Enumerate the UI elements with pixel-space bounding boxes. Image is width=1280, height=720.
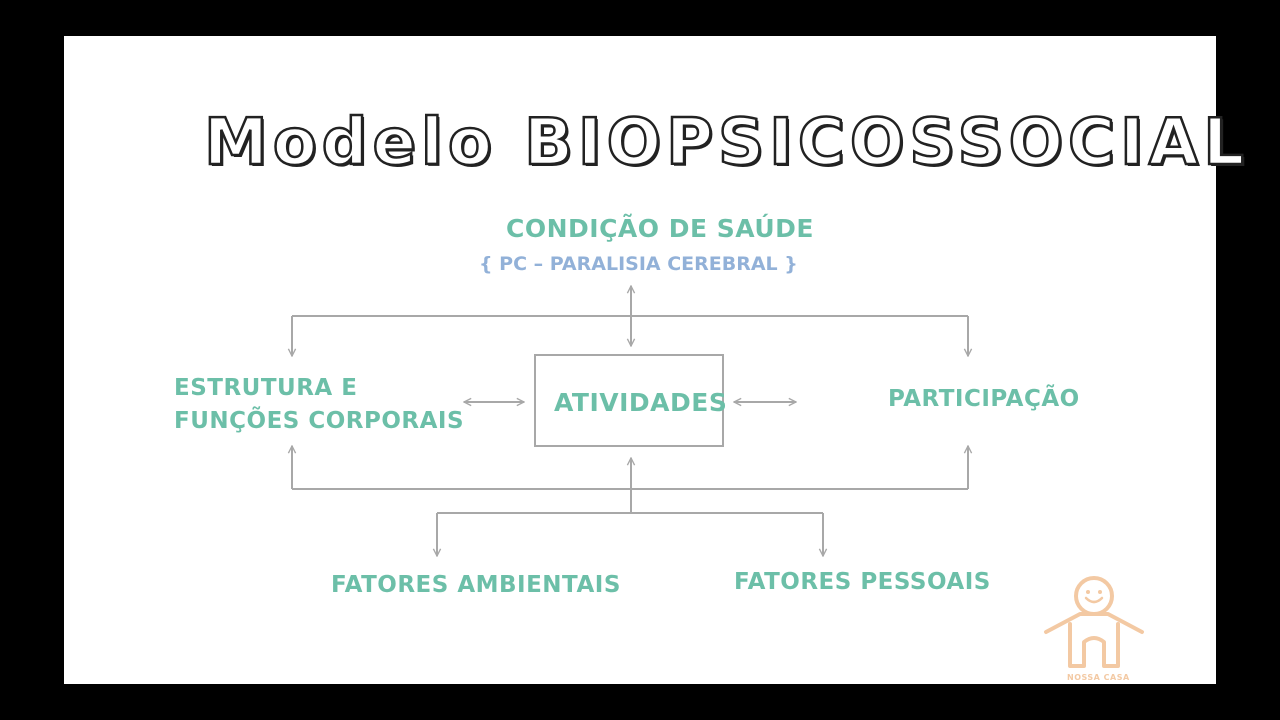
node-estrutura-line1: ESTRUTURA E [174,375,358,401]
node-condicao-saude: CONDIÇÃO DE SAÚDE [506,214,814,243]
node-fatores-ambientais: FATORES AMBIENTAIS [331,572,621,598]
node-participacao: PARTICIPAÇÃO [888,386,1080,412]
logo-text: NOSSA CASA [1067,673,1130,682]
node-estrutura-line2: FUNÇÕES CORPORAIS [174,408,465,434]
node-atividades: ATIVIDADES [554,388,728,417]
node-fatores-pessoais: FATORES PESSOAIS [734,569,991,595]
connector-lines [64,36,1216,684]
page-title: Modelo BIOPSICOSSOCIAL [203,105,1250,182]
slide: Modelo BIOPSICOSSOCIAL [64,36,1250,684]
node-condicao-note: { PC – PARALISIA CEREBRAL } [479,253,798,275]
atividades-box [534,354,724,447]
nossa-casa-logo-icon [1044,576,1144,668]
node-estrutura-funcoes: ESTRUTURA E FUNÇÕES CORPORAIS [174,372,464,438]
